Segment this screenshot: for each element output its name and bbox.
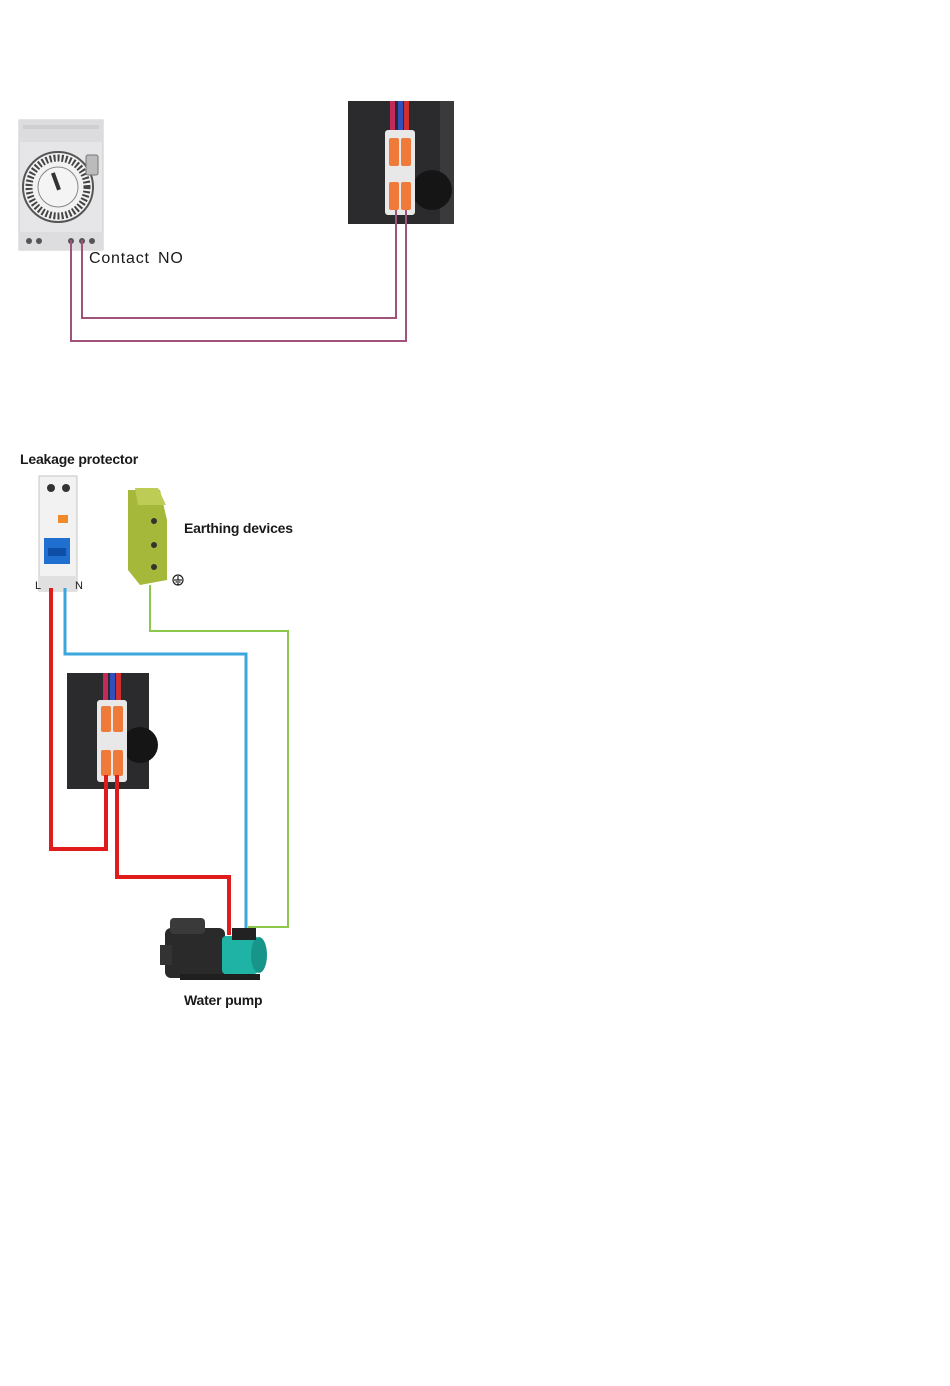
terminal-l-label: L [35, 580, 41, 592]
earthing-block-icon [128, 488, 167, 585]
earthing-devices-label: Earthing devices [184, 520, 293, 536]
terminal-n-label: N [75, 580, 83, 592]
leakage-protector-icon [39, 476, 77, 591]
control-wire [71, 210, 406, 341]
contact-no-label: Contact NO [89, 250, 184, 268]
wire-connector-icon [348, 101, 454, 224]
ground-symbol-icon [173, 575, 183, 585]
wire-connector-icon [67, 673, 158, 789]
timer-switch-icon [19, 120, 103, 250]
water-pump-label: Water pump [184, 992, 262, 1008]
leakage-protector-label: Leakage protector [20, 451, 138, 467]
